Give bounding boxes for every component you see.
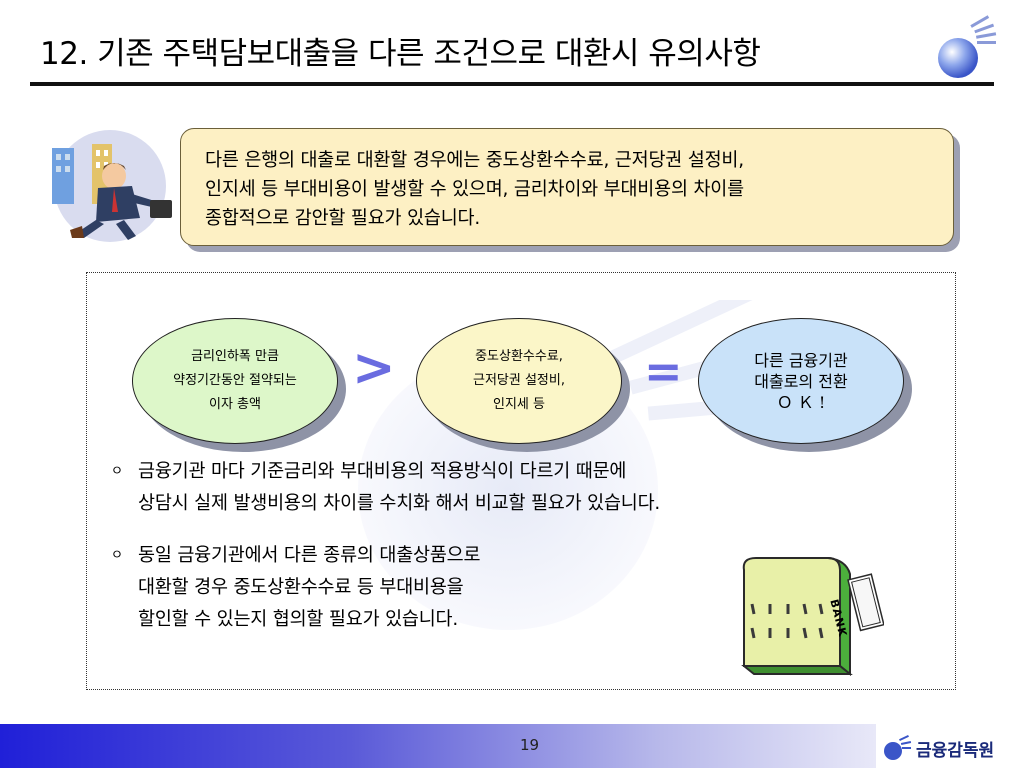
oval-line: 중도상환수수료,	[475, 349, 563, 364]
notice-line: 종합적으로 감안할 필요가 있습니다.	[205, 208, 481, 229]
oval-refinance-ok: 다른 금융기관 대출로의 전환 Ｏ Ｋ !	[698, 318, 904, 444]
bullet-item: ㅇ 금융기관 마다 기준금리와 부대비용의 적용방식이 다르기 때문에 상담시 …	[111, 456, 661, 520]
organization-logo: 금융감독원	[882, 728, 1024, 768]
content-panel	[86, 272, 956, 690]
oval-line: 약정기간동안 절약되는	[173, 373, 297, 388]
oval-line: Ｏ Ｋ !	[776, 392, 826, 412]
oval-line: 금리인하폭 만큼	[191, 349, 279, 364]
businessman-illustration	[52, 130, 172, 242]
oval-line: 대출로의 전환	[754, 371, 848, 391]
bullet-line: 동일 금융기관에서 다른 종류의 대출상품으로	[138, 545, 481, 566]
notice-line: 다른 은행의 대출로 대환할 경우에는 중도상환수수료, 근저당권 설정비,	[205, 150, 744, 171]
bullet-line: 상담시 실제 발생비용의 차이를 수치화 해서 비교할 필요가 있습니다.	[138, 493, 661, 514]
oval-line: 근저당권 설정비,	[473, 373, 565, 388]
bullet-item: ㅇ 동일 금융기관에서 다른 종류의 대출상품으로 대환할 경우 중도상환수수료…	[111, 540, 481, 636]
bank-building-icon	[741, 557, 884, 676]
bullet-line: 할인할 수 있는지 협의할 필요가 있습니다.	[138, 609, 459, 630]
oval-line: 이자 총액	[209, 397, 261, 412]
greater-than-symbol: >	[352, 338, 396, 398]
page-number: 19	[520, 736, 540, 754]
title-divider	[30, 82, 994, 86]
organization-name: 금융감독원	[916, 740, 995, 761]
oval-line: 인지세 등	[493, 397, 545, 412]
equals-symbol: =	[644, 344, 683, 398]
sphere-logo-icon	[938, 15, 997, 78]
bullet-mark: ㅇ	[111, 464, 123, 479]
bullet-line: 금융기관 마다 기준금리와 부대비용의 적용방식이 다르기 때문에	[138, 461, 627, 482]
bullet-mark: ㅇ	[111, 548, 123, 563]
oval-line: 다른 금융기관	[754, 350, 848, 370]
fss-logo-icon	[884, 734, 912, 760]
notice-box: 다른 은행의 대출로 대환할 경우에는 중도상환수수료, 근저당권 설정비, 인…	[180, 128, 954, 246]
oval-additional-costs: 중도상환수수료, 근저당권 설정비, 인지세 등	[416, 318, 622, 444]
page-title: 12. 기존 주택담보대출을 다른 조건으로 대환시 유의사항	[40, 36, 761, 72]
oval-interest-savings: 금리인하폭 만큼 약정기간동안 절약되는 이자 총액	[132, 318, 338, 444]
bullet-line: 대환할 경우 중도상환수수료 등 부대비용을	[138, 577, 464, 598]
notice-line: 인지세 등 부대비용이 발생할 수 있으며, 금리차이와 부대비용의 차이를	[205, 179, 744, 200]
footer-bar	[0, 724, 876, 768]
